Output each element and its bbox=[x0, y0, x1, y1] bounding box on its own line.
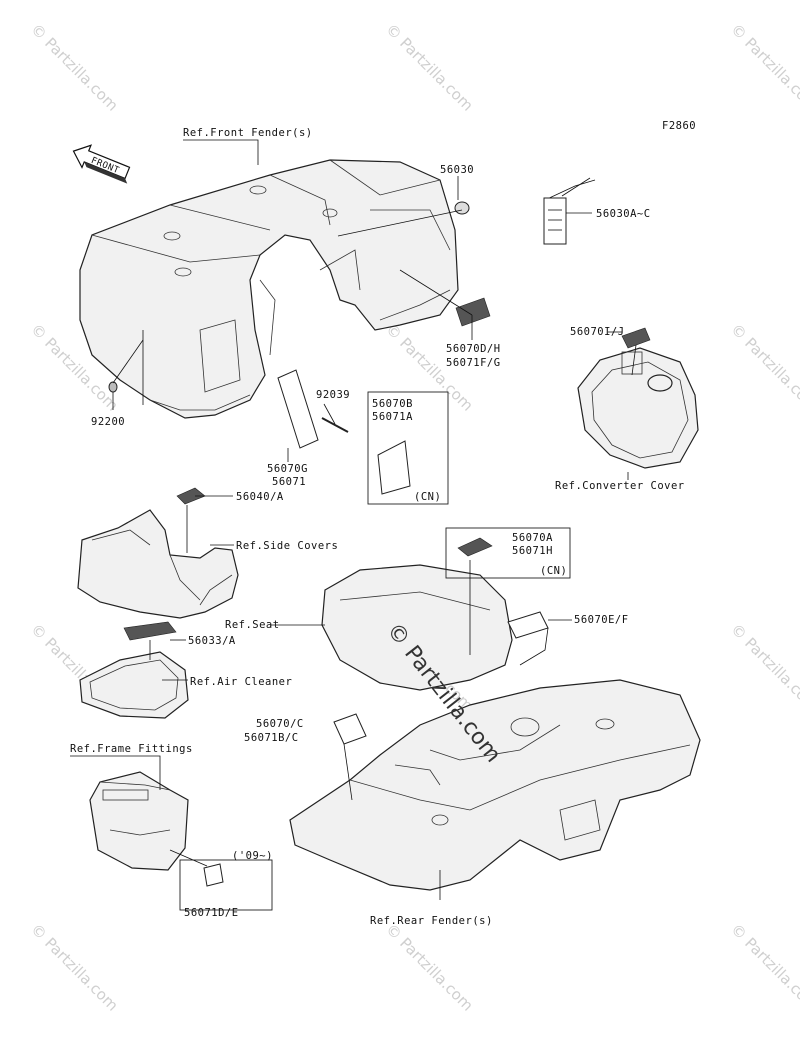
part-56070B: 56070B bbox=[372, 398, 413, 410]
cn-label-lower: (CN) bbox=[540, 565, 567, 577]
cn-box-lower bbox=[445, 527, 571, 579]
watermark: © Partzilla.com bbox=[382, 920, 477, 1015]
ref-air-cleaner: Ref.Air Cleaner bbox=[190, 676, 292, 688]
year-label: ('09~) bbox=[232, 850, 273, 862]
bolt-92200 bbox=[108, 381, 118, 393]
decal-56033A bbox=[123, 621, 177, 641]
part-56071B-C: 56071B/C bbox=[244, 732, 299, 744]
watermark: © Partzilla.com bbox=[727, 320, 800, 415]
part-56071D-E: 56071D/E bbox=[184, 907, 239, 919]
part-92039: 92039 bbox=[316, 389, 350, 401]
part-56070D-H: 56070D/H bbox=[446, 343, 501, 355]
part-56071A: 56071A bbox=[372, 411, 413, 423]
decal-56070EF bbox=[507, 611, 549, 639]
ref-rear-fender: Ref.Rear Fender(s) bbox=[370, 915, 493, 927]
ref-converter-cover: Ref.Converter Cover bbox=[555, 480, 685, 492]
decal-56070C bbox=[333, 713, 367, 745]
part-56070E-F: 56070E/F bbox=[574, 614, 629, 626]
year-box bbox=[179, 859, 273, 911]
grommet-56030 bbox=[454, 201, 470, 215]
ref-seat: Ref.Seat bbox=[225, 619, 280, 631]
front-fender-drawing bbox=[79, 159, 459, 419]
part-56071F-G: 56071F/G bbox=[446, 357, 501, 369]
part-56070A: 56070A bbox=[512, 532, 553, 544]
figure-code: F2860 bbox=[662, 120, 696, 132]
part-56030A-C: 56030A~C bbox=[596, 208, 651, 220]
part-92200: 92200 bbox=[91, 416, 125, 428]
watermark: © Partzilla.com bbox=[727, 620, 800, 715]
side-covers-drawing bbox=[77, 509, 239, 619]
watermark: © Partzilla.com bbox=[727, 920, 800, 1015]
labels: Ref.Front Fender(s) 56030 56030A~C 56070… bbox=[70, 127, 685, 927]
rear-fender-drawing bbox=[289, 679, 701, 891]
decal-56070B bbox=[377, 440, 411, 495]
cn-box-upper bbox=[367, 391, 449, 505]
cn-label-upper: (CN) bbox=[414, 491, 441, 503]
decal-56070G bbox=[277, 369, 319, 449]
strip-92039 bbox=[321, 417, 349, 433]
frame-fittings-drawing bbox=[89, 771, 189, 871]
tag-56030AC bbox=[543, 177, 596, 245]
part-56033-A: 56033/A bbox=[188, 635, 236, 647]
air-cleaner-drawing bbox=[79, 651, 189, 719]
decal-56070DH bbox=[455, 297, 491, 327]
part-56071H: 56071H bbox=[512, 545, 553, 557]
part-56071: 56071 bbox=[272, 476, 306, 488]
part-56070I-J: 56070I/J bbox=[570, 326, 625, 338]
part-56030: 56030 bbox=[440, 164, 474, 176]
part-56070-C: 56070/C bbox=[256, 718, 304, 730]
front-arrow-icon: FRONT bbox=[72, 144, 131, 184]
part-56040-A: 56040/A bbox=[236, 491, 284, 503]
decal-56070IJ bbox=[621, 327, 651, 349]
ref-front-fender: Ref.Front Fender(s) bbox=[183, 127, 313, 139]
decal-56070A bbox=[457, 537, 493, 557]
part-56070G: 56070G bbox=[267, 463, 308, 475]
ref-side-covers: Ref.Side Covers bbox=[236, 540, 338, 552]
seat-drawing bbox=[321, 564, 513, 691]
watermark: © Partzilla.com bbox=[27, 920, 122, 1015]
leader-lines bbox=[70, 139, 637, 900]
decal-56071DE bbox=[203, 863, 224, 887]
ref-frame-fittings: Ref.Frame Fittings bbox=[70, 743, 193, 755]
watermark: © Partzilla.com bbox=[382, 20, 477, 115]
watermark: © Partzilla.com bbox=[27, 20, 122, 115]
converter-cover-drawing bbox=[577, 347, 699, 469]
watermark: © Partzilla.com bbox=[727, 20, 800, 115]
